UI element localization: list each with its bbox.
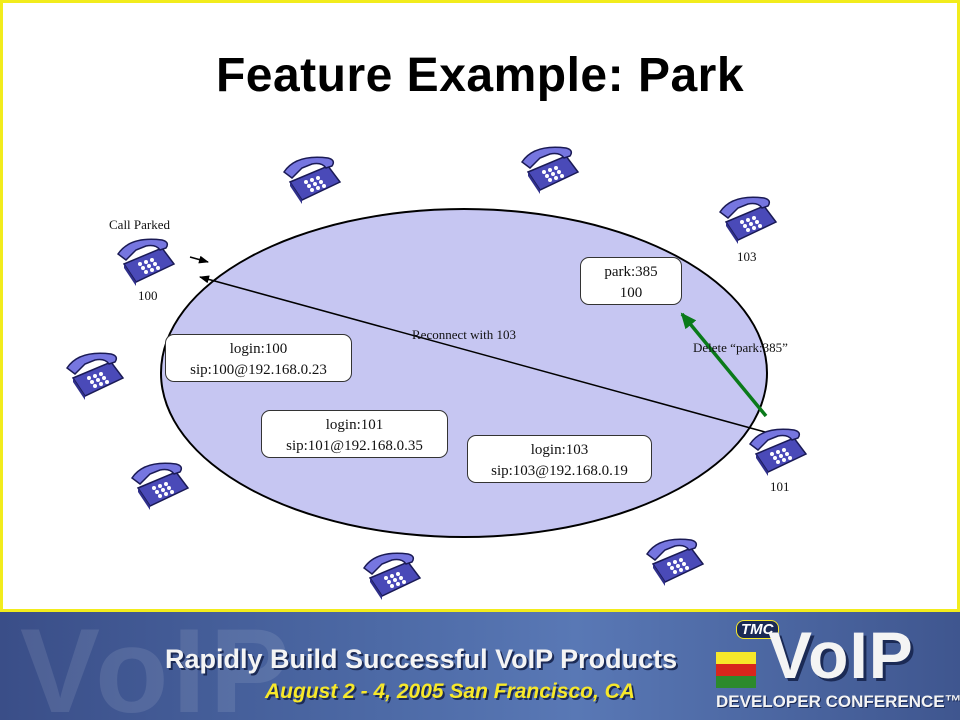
phone-icon: [282, 156, 342, 204]
login-103-box: login:103 sip:103@192.168.0.19: [467, 435, 652, 483]
logo-subtitle: DEVELOPER CONFERENCE™: [716, 692, 960, 711]
reconnect-label: Reconnect with 103: [412, 327, 516, 342]
conference-banner: VoIP Rapidly Build Successful VoIP Produ…: [0, 612, 960, 720]
park-record-line1: park:385: [604, 264, 658, 280]
slide-frame: [0, 0, 960, 612]
logo-flag-icon: [716, 652, 756, 688]
banner-tagline: Rapidly Build Successful VoIP Products: [165, 644, 678, 674]
connector-lines: [189, 255, 768, 433]
phone-icon: [65, 352, 125, 400]
extension-103-label: 103: [737, 249, 757, 264]
phone-icon: [362, 552, 422, 600]
logo-voip: VoIP: [768, 618, 914, 692]
reconnect-arrow: [199, 275, 766, 433]
delete-arrow: [680, 312, 768, 418]
login-100-line2: sip:100@192.168.0.23: [190, 362, 327, 378]
login-101-line1: login:101: [325, 417, 384, 433]
park-record-box: park:385 100: [580, 257, 682, 305]
delete-label: Delete “park:385”: [693, 340, 788, 355]
phone-icon: [645, 538, 705, 586]
login-103-line2: sip:103@192.168.0.19: [491, 463, 628, 479]
banner-dates: August 2 - 4, 2005 San Francisco, CA: [265, 680, 635, 703]
login-101-line2: sip:101@192.168.0.35: [286, 438, 423, 454]
extension-101-label: 101: [770, 479, 790, 494]
phone-icon: [130, 462, 190, 510]
login-100-box: login:100 sip:100@192.168.0.23: [165, 334, 352, 382]
login-103-line1: login:103: [530, 442, 589, 458]
logo-tmc: TMC: [736, 620, 779, 639]
login-100-line1: login:100: [229, 341, 288, 357]
phone-icon: [116, 238, 176, 286]
banner-watermark: VoIP: [20, 612, 294, 720]
login-101-box: login:101 sip:101@192.168.0.35: [261, 410, 448, 458]
slide-title: Feature Example: Park: [215, 49, 745, 102]
extension-100-label: 100: [138, 288, 158, 303]
call-parked-label: Call Parked: [109, 217, 171, 232]
phone-icon: [520, 146, 580, 194]
park-arrow: [189, 255, 209, 264]
phone-icon: [748, 428, 808, 476]
park-record-line2: 100: [619, 285, 643, 301]
phone-icon: [718, 196, 778, 244]
